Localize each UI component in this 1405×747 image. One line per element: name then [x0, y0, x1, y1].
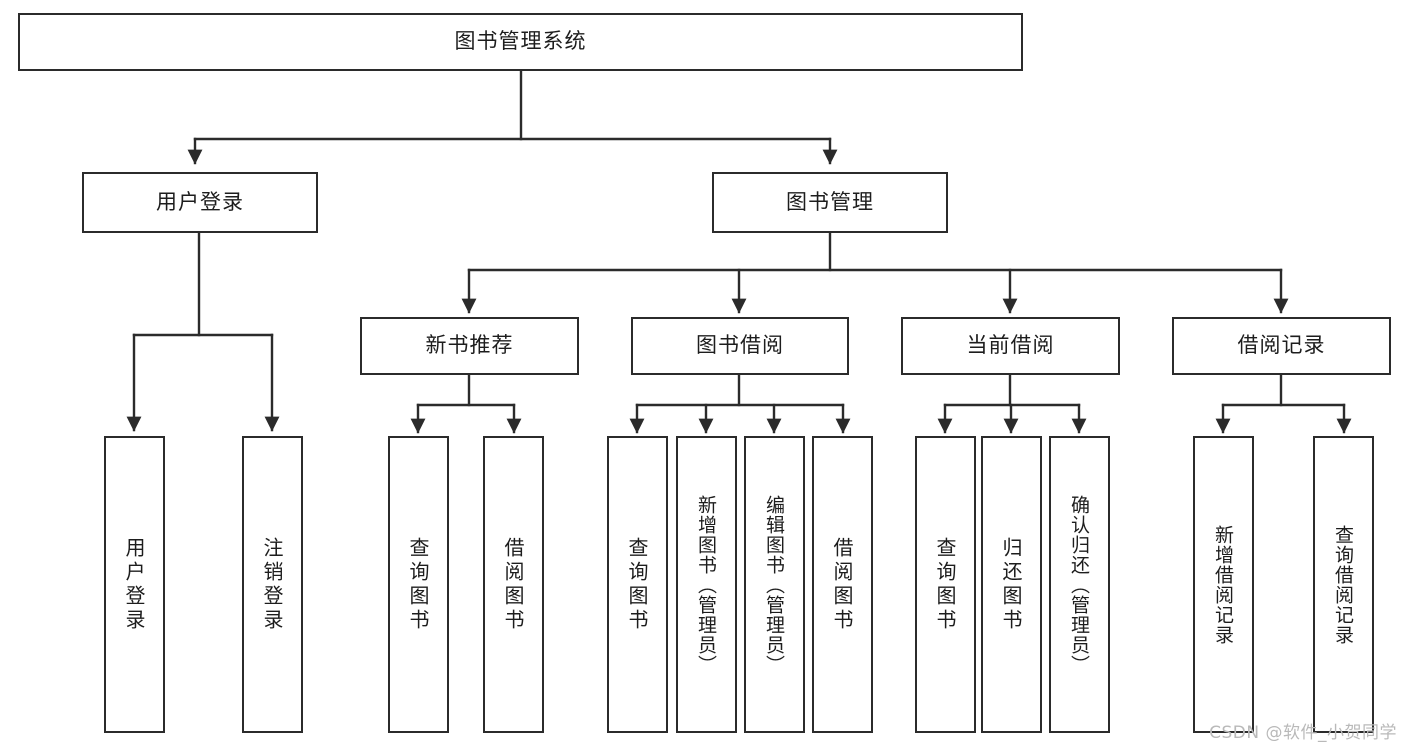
node-leaf-query-book-2[interactable]: 查询图书 — [607, 436, 668, 733]
node-book-management[interactable]: 图书管理 — [712, 172, 948, 233]
node-leaf-user-login-label: 用户登录 — [122, 536, 146, 633]
node-leaf-confirm-return[interactable]: 确认归还（管理员） — [1049, 436, 1110, 733]
node-leaf-query-book-1[interactable]: 查询图书 — [388, 436, 449, 733]
node-leaf-add-record[interactable]: 新增借阅记录 — [1193, 436, 1254, 733]
node-leaf-borrow-book-1[interactable]: 借阅图书 — [483, 436, 544, 733]
node-leaf-return-book-label: 归还图书 — [999, 536, 1023, 633]
node-leaf-query-book-3-label: 查询图书 — [933, 536, 957, 633]
node-leaf-query-record[interactable]: 查询借阅记录 — [1313, 436, 1374, 733]
node-new-book-recommend[interactable]: 新书推荐 — [360, 317, 579, 375]
node-leaf-borrow-book-2[interactable]: 借阅图书 — [812, 436, 873, 733]
node-leaf-borrow-book-1-label: 借阅图书 — [501, 536, 525, 633]
node-leaf-confirm-return-label: 确认归还（管理员） — [1068, 494, 1090, 675]
node-root-label: 图书管理系统 — [454, 29, 587, 54]
node-current-borrow[interactable]: 当前借阅 — [901, 317, 1120, 375]
node-leaf-query-record-label: 查询借阅记录 — [1332, 524, 1354, 645]
node-leaf-add-book[interactable]: 新增图书（管理员） — [676, 436, 737, 733]
node-borrow-record[interactable]: 借阅记录 — [1172, 317, 1391, 375]
node-book-management-label: 图书管理 — [786, 189, 874, 214]
node-leaf-add-book-label: 新增图书（管理员） — [695, 494, 717, 675]
node-leaf-add-record-label: 新增借阅记录 — [1212, 524, 1234, 645]
node-new-book-recommend-label: 新书推荐 — [425, 333, 514, 358]
node-current-borrow-label: 当前借阅 — [966, 333, 1055, 358]
node-user-login-label: 用户登录 — [156, 189, 244, 214]
node-leaf-query-book-3[interactable]: 查询图书 — [915, 436, 976, 733]
node-book-borrow-label: 图书借阅 — [696, 333, 784, 358]
node-borrow-record-label: 借阅记录 — [1237, 333, 1326, 358]
node-leaf-logout-login[interactable]: 注销登录 — [242, 436, 303, 733]
node-leaf-query-book-2-label: 查询图书 — [625, 536, 649, 633]
node-leaf-query-book-1-label: 查询图书 — [406, 536, 430, 633]
watermark-text: CSDN @软件_小贺同学 — [1209, 723, 1397, 743]
node-user-login[interactable]: 用户登录 — [82, 172, 318, 233]
node-root[interactable]: 图书管理系统 — [18, 13, 1023, 71]
node-leaf-user-login[interactable]: 用户登录 — [104, 436, 165, 733]
node-leaf-return-book[interactable]: 归还图书 — [981, 436, 1042, 733]
node-leaf-edit-book[interactable]: 编辑图书（管理员） — [744, 436, 805, 733]
node-leaf-edit-book-label: 编辑图书（管理员） — [763, 494, 785, 675]
node-leaf-borrow-book-2-label: 借阅图书 — [830, 536, 854, 633]
node-leaf-logout-login-label: 注销登录 — [260, 536, 284, 633]
node-book-borrow[interactable]: 图书借阅 — [631, 317, 849, 375]
